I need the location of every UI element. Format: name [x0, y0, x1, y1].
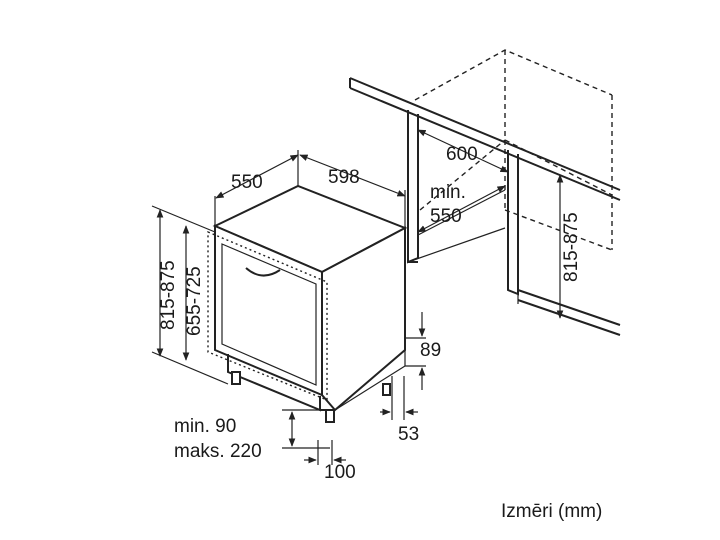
door-handle: [245, 267, 281, 277]
label-niche-height: 815-875: [561, 212, 582, 282]
label-plinth-gap: 89: [420, 340, 441, 361]
label-width: 598: [328, 167, 360, 188]
caption: Izmēri (mm): [501, 501, 602, 522]
dishwasher-body: [207, 184, 408, 423]
label-total-height: 815-875: [158, 260, 179, 330]
label-niche-width: 600: [446, 144, 478, 165]
label-niche-depth-min: min.: [430, 182, 466, 203]
dimension-lines: [151, 129, 564, 465]
label-plinth-depth: 100: [324, 462, 356, 483]
dimension-labels: 550 598 600 min. 550 815-875 815-875 655…: [158, 144, 602, 522]
label-depth: 550: [231, 172, 263, 193]
foot-front-right: [325, 409, 335, 423]
label-plinth-min: min. 90: [174, 416, 236, 437]
foot-rear-right: [382, 383, 391, 396]
label-foot-offset: 53: [398, 424, 419, 445]
label-plinth-max: maks. 220: [174, 441, 262, 462]
label-body-height: 655-725: [184, 266, 205, 336]
foot-front-left: [231, 371, 241, 385]
label-niche-depth-value: 550: [430, 206, 462, 227]
